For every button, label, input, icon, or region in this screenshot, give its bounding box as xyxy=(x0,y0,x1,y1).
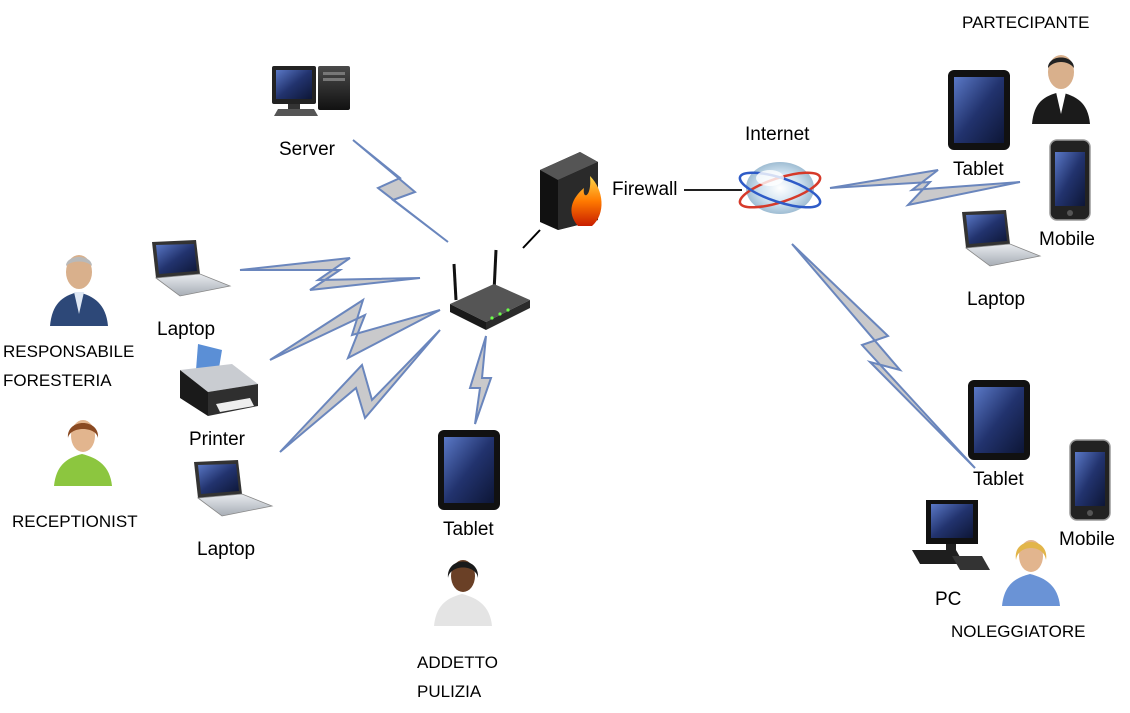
pc-label: PC xyxy=(935,589,962,610)
tablet-label: Tablet xyxy=(953,159,1004,180)
tablet-icon xyxy=(968,380,1030,460)
firewall-icon xyxy=(540,152,602,230)
tablet-icon xyxy=(438,430,500,510)
role-addetto-line1: ADDETTO xyxy=(417,653,498,672)
role-addetto-line2: PULIZIA xyxy=(417,682,482,701)
printer-icon xyxy=(180,344,258,416)
link-router-firewall xyxy=(522,229,541,249)
laptop-icon xyxy=(962,210,1042,267)
firewall-label: Firewall xyxy=(612,179,678,200)
link-printer-router xyxy=(269,297,441,361)
server-icon xyxy=(272,66,350,116)
tablet-label: Tablet xyxy=(443,519,494,540)
role-noleggiatore: NOLEGGIATORE xyxy=(951,622,1086,641)
server-label: Server xyxy=(279,139,335,160)
printer-label: Printer xyxy=(189,429,245,450)
router-icon xyxy=(450,249,530,330)
role-partecipante: PARTECIPANTE xyxy=(962,13,1090,32)
laptop-icon xyxy=(194,460,274,517)
person-icon xyxy=(1032,55,1090,124)
mobile-icon xyxy=(1069,439,1111,521)
link-internet-noleggiatore xyxy=(791,243,976,469)
laptop-label: Laptop xyxy=(197,539,256,560)
role-responsabile-line1: RESPONSABILE xyxy=(3,342,135,361)
tablet-icon xyxy=(948,70,1010,150)
link-laptop2-router xyxy=(279,329,441,453)
internet-label: Internet xyxy=(745,124,810,145)
mobile-label: Mobile xyxy=(1059,529,1115,550)
role-responsabile-line2: FORESTERIA xyxy=(3,371,112,390)
mobile-icon xyxy=(1049,139,1091,221)
tablet-label: Tablet xyxy=(973,469,1024,490)
laptop-icon xyxy=(152,240,232,297)
person-icon xyxy=(54,420,112,486)
person-icon xyxy=(434,560,492,626)
internet-cloud-icon xyxy=(738,162,822,214)
person-icon xyxy=(50,255,108,326)
link-tablet-router xyxy=(468,335,493,425)
person-icon xyxy=(1002,540,1060,606)
mobile-label: Mobile xyxy=(1039,229,1095,250)
pc-icon xyxy=(912,500,990,570)
link-laptop-router xyxy=(239,257,421,291)
role-receptionist: RECEPTIONIST xyxy=(12,512,138,531)
link-server-router xyxy=(352,139,449,243)
laptop-label: Laptop xyxy=(967,289,1026,310)
laptop-label: Laptop xyxy=(157,319,216,340)
link-internet-devices xyxy=(829,169,1021,207)
wireless-links xyxy=(239,139,1021,469)
